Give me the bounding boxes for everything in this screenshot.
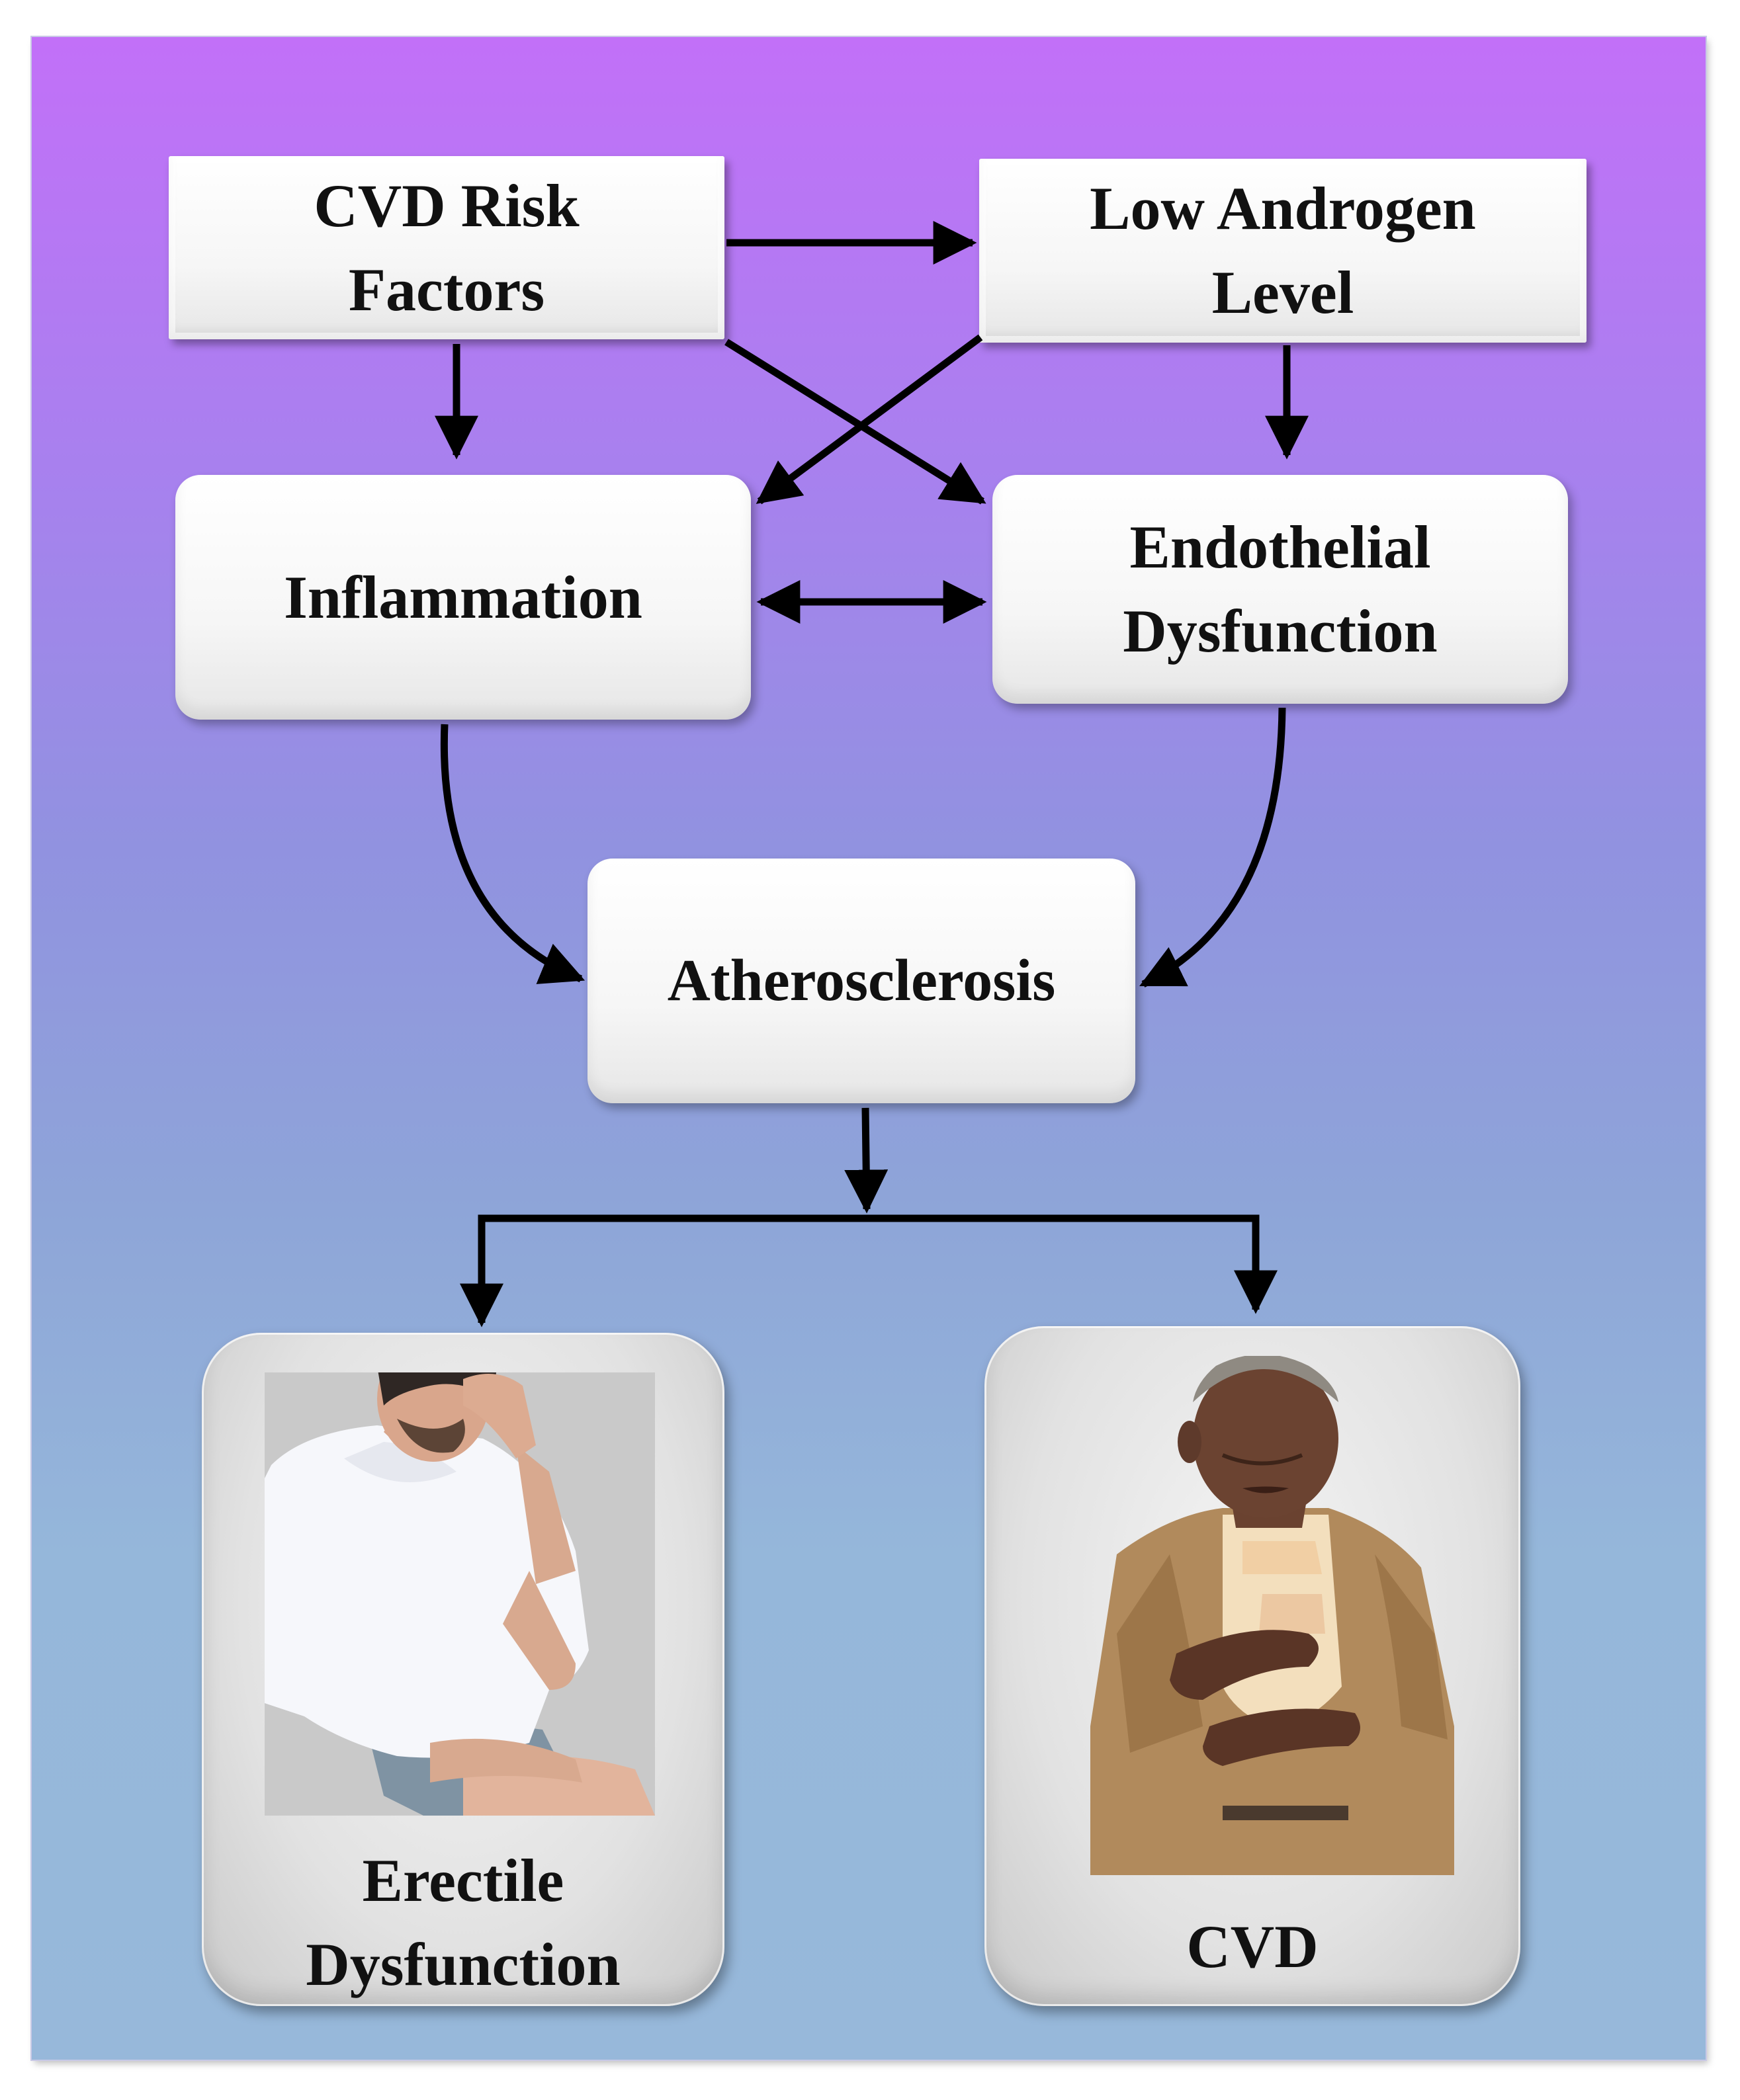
cvd-card: CVD <box>984 1326 1520 2006</box>
cvd-label: CVD <box>1186 1913 1319 1980</box>
low-androgen-level-box: Low Androgen Level <box>979 159 1587 343</box>
erectile-dysfunction-photo <box>265 1372 655 1816</box>
inflammation-box: Inflammation <box>175 475 751 720</box>
erectile-dysfunction-label: Erectile Dysfunction <box>202 1839 724 2007</box>
low-androgen-label-line1: Low Androgen <box>1090 175 1476 243</box>
cvd-risk-factors-label-line1: CVD Risk <box>314 171 580 239</box>
endothelial-label-line1: Endothelial <box>1129 513 1431 581</box>
endothelial-label-line2: Dysfunction <box>1123 597 1438 665</box>
cvd-risk-factors-label-line2: Factors <box>348 255 545 323</box>
atherosclerosis-box: Atherosclerosis <box>587 859 1135 1103</box>
inflammation-label: Inflammation <box>284 563 642 631</box>
low-androgen-label-line2: Level <box>1211 259 1354 326</box>
erectile-label-line2: Dysfunction <box>306 1930 621 1998</box>
endothelial-dysfunction-box: Endothelial Dysfunction <box>992 475 1568 704</box>
cvd-photo <box>1090 1356 1454 1875</box>
atherosclerosis-label: Atherosclerosis <box>667 947 1056 1013</box>
erectile-label-line1: Erectile <box>362 1847 564 1914</box>
erectile-dysfunction-card: Erectile Dysfunction <box>202 1333 724 2006</box>
cvd-risk-factors-box: CVD Risk Factors <box>169 156 724 339</box>
